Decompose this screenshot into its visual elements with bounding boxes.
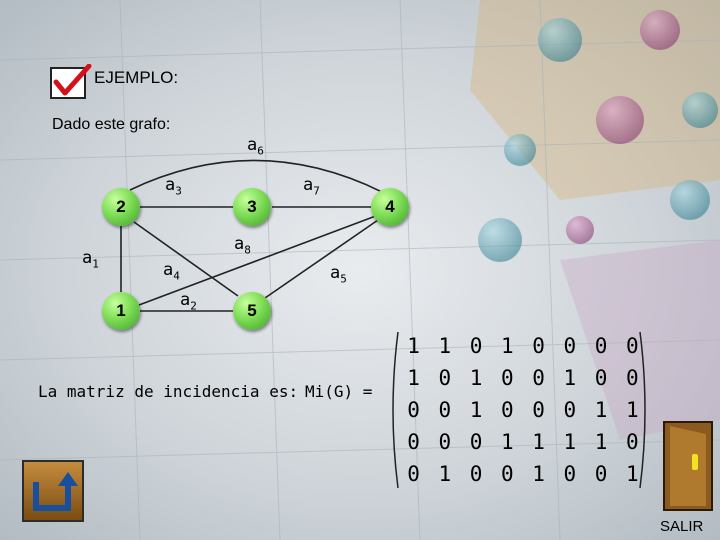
edge-a4: [133, 221, 239, 297]
matrix-cell: 1: [626, 462, 639, 486]
edge-label-a1: a1: [82, 248, 99, 271]
matrix-cell: 0: [594, 462, 608, 486]
matrix-cell: 0: [563, 334, 577, 358]
graph-node-3: 3: [233, 188, 271, 226]
matrix-cell: 0: [563, 398, 577, 422]
matrix-cell: 0: [501, 398, 514, 422]
matrix-cell: 0: [594, 366, 608, 390]
matrix-cell: 1: [563, 430, 577, 454]
matrix-cell: 0: [626, 366, 639, 390]
edge-a5: [264, 219, 379, 299]
matrix-cell: 0: [501, 462, 514, 486]
matrix-cell: 1: [407, 334, 420, 358]
matrix-cell: 1: [469, 398, 483, 422]
matrix-cell: 1: [594, 430, 608, 454]
graph-node-1: 1: [102, 292, 140, 330]
page-subtitle: Dado este grafo:: [52, 116, 171, 133]
matrix-cell: 1: [594, 398, 608, 422]
matrix-cell: 1: [501, 334, 514, 358]
checkmark-icon: [50, 64, 92, 99]
matrix-cell: 1: [626, 398, 639, 422]
matrix-cell: 0: [469, 430, 483, 454]
edge-label-a2: a2: [180, 290, 197, 313]
matrix-cell: 0: [407, 430, 420, 454]
graph-node-2: 2: [102, 188, 140, 226]
matrix-caption: La matriz de incidencia es:: [38, 382, 299, 401]
matrix-cell: 0: [532, 366, 545, 390]
edge-a6: [129, 159, 383, 193]
edge-label-a7: a7: [303, 175, 320, 198]
matrix-cell: 0: [532, 398, 545, 422]
matrix-cell: 0: [626, 334, 639, 358]
edge-label-a4: a4: [163, 260, 180, 283]
matrix-cell: 0: [438, 430, 452, 454]
matrix-cell: 1: [469, 366, 483, 390]
matrix-cell: 1: [532, 462, 545, 486]
matrix-cell: 1: [532, 430, 545, 454]
exit-button[interactable]: SALIR: [660, 518, 704, 535]
edge-label-a8: a8: [234, 234, 251, 257]
matrix-cell: 1: [563, 366, 577, 390]
graph-node-5: 5: [233, 292, 271, 330]
matrix-brackets: [392, 331, 646, 489]
matrix-cell: 0: [407, 462, 420, 486]
page-title: EJEMPLO:: [94, 68, 179, 87]
matrix-label: Mi(G) =: [305, 382, 373, 401]
edge-label-a5: a5: [330, 263, 347, 286]
edge-a8: [138, 213, 382, 306]
matrix-cell: 0: [501, 366, 514, 390]
matrix-cell: 1: [438, 462, 452, 486]
back-button[interactable]: [22, 460, 84, 522]
matrix-cell: 0: [626, 430, 639, 454]
matrix-cell: 1: [501, 430, 514, 454]
matrix-cell: 0: [469, 462, 483, 486]
matrix-cell: 1: [407, 366, 420, 390]
matrix-cell: 0: [469, 334, 483, 358]
edge-label-a6: a6: [247, 135, 264, 158]
matrix-cell: 0: [594, 334, 608, 358]
edge-label-a3: a3: [165, 175, 182, 198]
matrix-cell: 0: [407, 398, 420, 422]
matrix-cell: 0: [563, 462, 577, 486]
matrix-cell: 0: [438, 398, 452, 422]
matrix-cell: 1: [438, 334, 452, 358]
graph-node-4: 4: [371, 188, 409, 226]
back-arrow-icon: [33, 472, 78, 511]
matrix-cell: 0: [532, 334, 545, 358]
matrix-cell: 0: [438, 366, 452, 390]
door-icon[interactable]: [662, 420, 714, 512]
